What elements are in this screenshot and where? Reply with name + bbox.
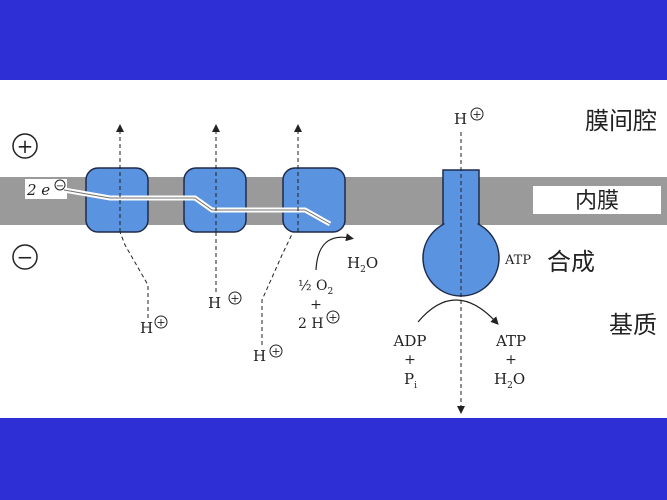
matrix-label: 基质 [609,311,657,339]
inner-membrane-label-box [533,186,661,214]
proton-uptake-i [119,231,149,318]
positive-sign-text: + [17,134,34,158]
inner-membrane-label: 内膜 [575,189,619,214]
water-product: H2O [347,254,378,275]
intermembrane-space-label: 膜间腔 [585,107,657,135]
atp-product-plus: + [505,352,517,368]
svg-text:+: + [472,108,481,121]
svg-text:+: + [271,345,280,358]
proton-label-complex-iii: H + [208,291,242,312]
adp-plus: + [404,352,416,368]
phosphate-label: Pi [404,370,417,391]
negative-sign-text: − [17,245,34,269]
atp-synthase-label: ATP [504,253,531,268]
atp-synthesis-arrow [417,299,499,325]
water-formation-arrow [315,233,354,271]
oxygen-plus: + [310,297,322,313]
water-out-label: H2O [494,370,525,391]
svg-text:H: H [253,347,266,365]
svg-text:+: + [156,316,165,329]
oxygen-reactant: ½ O2 [298,278,333,297]
adp-label: ADP [393,332,427,350]
electron-path-outline [63,189,331,225]
proton-label-complex-i: H + [140,315,168,337]
svg-text:2 H: 2 H [298,316,324,332]
svg-text:−: − [56,181,64,192]
two-protons-reactant: 2 H + [298,310,340,332]
complex-iv [282,167,346,233]
svg-text:H: H [140,319,153,337]
proton-uptake-iv [261,231,294,345]
svg-text:+: + [328,311,337,324]
electron-label: 2 e [26,181,50,199]
positive-side-sign: + [12,133,38,159]
electron-charge-icon: − [54,179,66,192]
negative-side-sign: − [12,244,38,270]
svg-text:+: + [230,292,239,305]
atp-product-label: ATP [495,332,526,350]
svg-text:H: H [454,110,467,128]
synthase-proton-label: H + [454,107,484,128]
white-panel [0,80,667,418]
svg-text:H: H [208,294,221,312]
proton-label-complex-iv: H + [253,344,283,365]
synthesis-label: 合成 [547,248,595,276]
